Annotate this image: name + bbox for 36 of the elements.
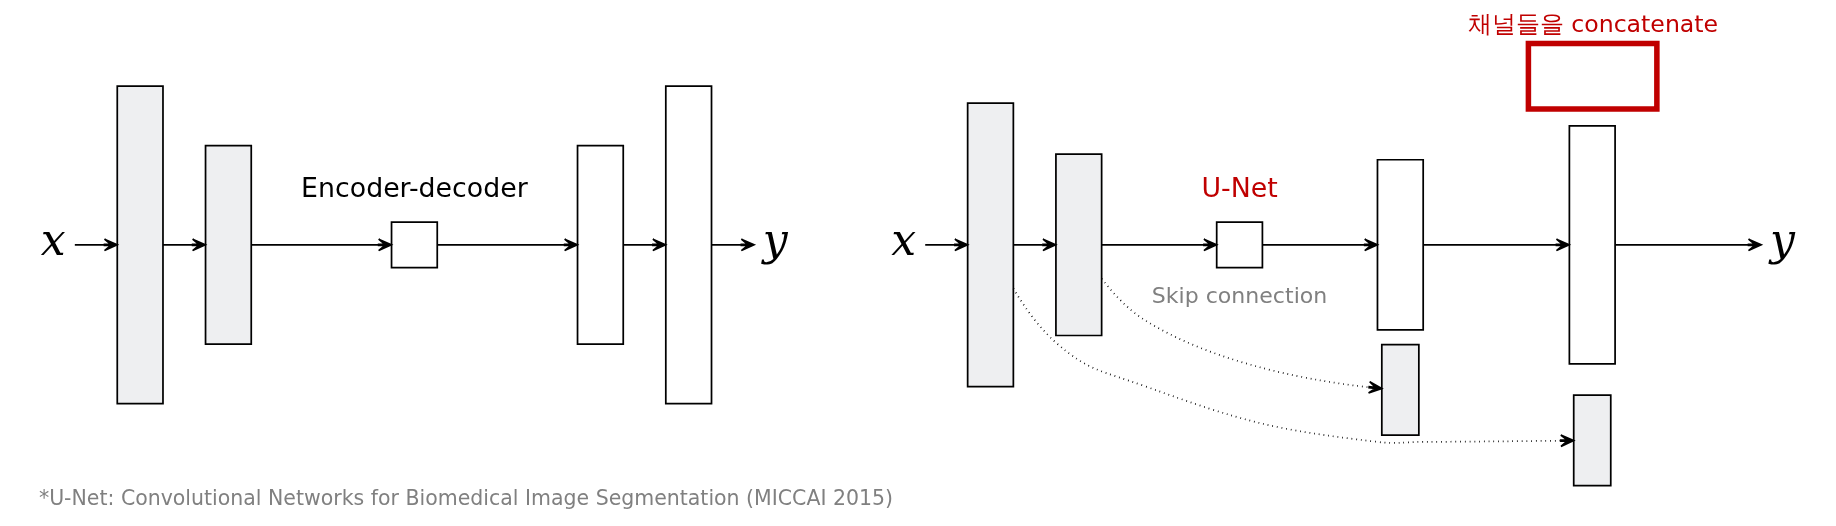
arrow bbox=[710, 238, 755, 252]
node-label: 채널들을 concatenate bbox=[1467, 10, 1719, 39]
node-box bbox=[204, 144, 253, 346]
arrow bbox=[1012, 238, 1057, 252]
node-box bbox=[116, 85, 164, 405]
arrow bbox=[1422, 238, 1570, 252]
arrow bbox=[1614, 238, 1762, 252]
node-box bbox=[1055, 153, 1103, 337]
node-box bbox=[1376, 158, 1425, 331]
node-box bbox=[390, 221, 439, 269]
node-box bbox=[966, 102, 1015, 388]
node-box bbox=[664, 85, 713, 405]
label: Skip connection bbox=[1151, 283, 1328, 309]
node-box bbox=[1525, 40, 1660, 112]
node-box bbox=[1572, 394, 1612, 487]
arrow bbox=[162, 238, 207, 252]
node-box bbox=[1568, 125, 1616, 365]
arrow bbox=[250, 238, 393, 252]
arrow bbox=[924, 238, 969, 252]
arrow bbox=[622, 238, 667, 252]
arrow bbox=[1261, 238, 1379, 252]
label: U-Net bbox=[1201, 171, 1278, 203]
arrow bbox=[1100, 238, 1218, 252]
node-text: y bbox=[762, 213, 788, 265]
node-box bbox=[576, 144, 625, 346]
arrow bbox=[1101, 277, 1383, 394]
node-text: x bbox=[891, 213, 917, 265]
node-text: y bbox=[1769, 213, 1795, 265]
caption: *U-Net: Convolutional Networks for Biomedical Image Segmentation (MICCAI 2015) bbox=[38, 486, 894, 511]
label: Encoder-decoder bbox=[301, 171, 528, 203]
node-box bbox=[1380, 343, 1420, 437]
arrow bbox=[73, 238, 118, 252]
node-box bbox=[1215, 221, 1264, 269]
arrow bbox=[436, 238, 579, 252]
arrow bbox=[1012, 287, 1575, 448]
node-text: x bbox=[40, 213, 66, 265]
